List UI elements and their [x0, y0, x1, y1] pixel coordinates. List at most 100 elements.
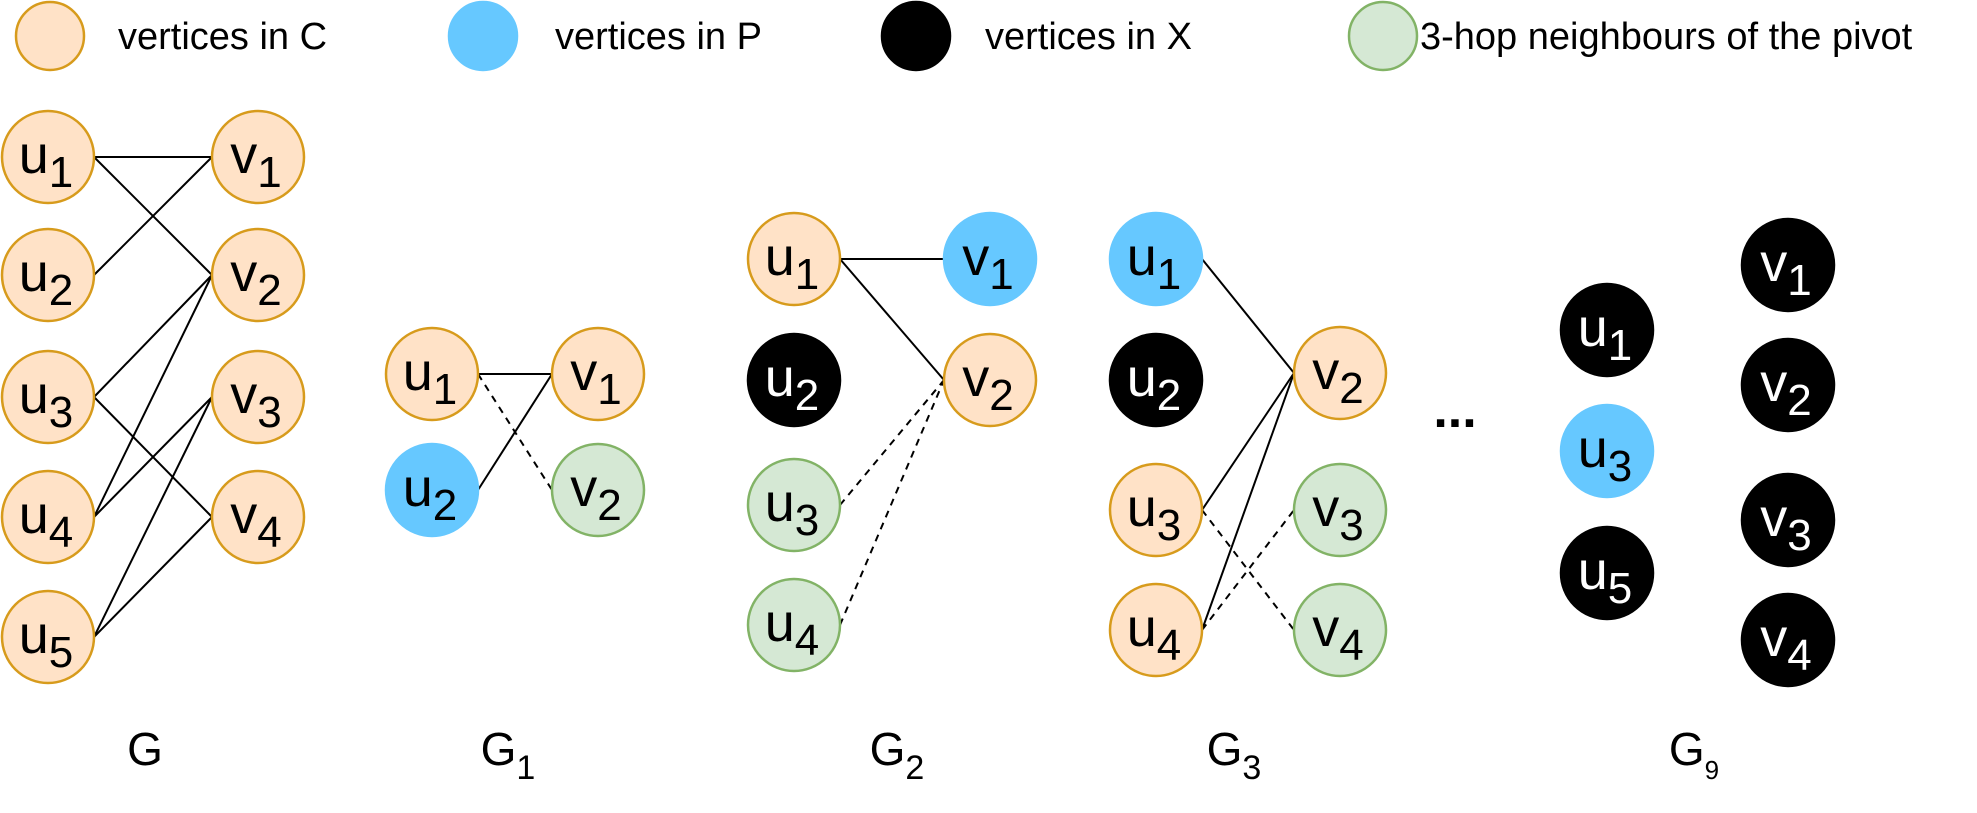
node-label: v2 [962, 348, 1013, 420]
graph-title-G3: G3 [1207, 723, 1262, 787]
edge-u3-v4 [1201, 509, 1295, 631]
node-label-name: u [19, 125, 49, 185]
node-label-sub: 4 [795, 616, 819, 665]
node-u3: u3 [1108, 462, 1204, 558]
edge-u2-v1 [93, 156, 213, 276]
node-label-sub: 4 [49, 508, 73, 557]
legend-swatch [447, 0, 519, 72]
graph-title-base: G [870, 723, 906, 775]
node-v2: v2 [1292, 325, 1388, 421]
node-circle [942, 211, 1038, 307]
node-v1: v1 [942, 211, 1038, 307]
node-label-sub: 3 [257, 388, 281, 437]
node-circle [1108, 332, 1204, 428]
node-circle [1559, 282, 1655, 378]
node-label-name: v [1312, 598, 1339, 658]
node-label-name: v [1312, 478, 1339, 538]
node-label: u5 [19, 605, 74, 677]
node-label-name: u [19, 485, 49, 545]
node-label-name: v [230, 243, 257, 303]
node-label-name: u [403, 458, 433, 518]
node-label-name: v [230, 485, 257, 545]
node-label-sub: 2 [1157, 371, 1181, 420]
node-label: u1 [19, 125, 74, 197]
node-label-name: v [1760, 608, 1787, 668]
node-label: u3 [19, 365, 74, 437]
node-label-name: v [1760, 353, 1787, 413]
node-label: v4 [1760, 608, 1811, 680]
node-circle [210, 469, 306, 565]
graph-title-G1: G1 [481, 723, 536, 787]
node-label-name: u [19, 605, 49, 665]
node-circle [0, 469, 96, 565]
node-label-sub: 5 [49, 628, 73, 677]
ellipsis-text: ... [1433, 381, 1476, 439]
node-label-name: u [1578, 541, 1608, 601]
node-u1: u1 [0, 109, 96, 205]
legend-item-P: vertices in P [447, 0, 762, 72]
edge-u3-v2 [1201, 372, 1295, 511]
node-circle [746, 332, 842, 428]
node-label-sub: 2 [795, 371, 819, 420]
node-label-name: v [1760, 233, 1787, 293]
node-label: v1 [962, 227, 1013, 299]
node-label-name: v [570, 342, 597, 402]
node-label: v4 [1312, 598, 1363, 670]
node-label-sub: 3 [1608, 442, 1632, 491]
node-v2: v2 [942, 332, 1038, 428]
node-label: v1 [570, 342, 621, 414]
edges [93, 156, 213, 638]
node-label-sub: 1 [257, 148, 281, 197]
node-v3: v3 [1292, 462, 1388, 558]
node-label: u2 [765, 348, 820, 420]
node-label-sub: 4 [1787, 631, 1811, 680]
node-label-name: u [1578, 419, 1608, 479]
edge-u4-v2 [93, 274, 213, 518]
node-label-name: u [765, 227, 795, 287]
node-circle [1559, 403, 1655, 499]
graph-title-sub: 2 [905, 749, 924, 787]
node-label: u1 [1578, 298, 1633, 370]
node-circle [384, 442, 480, 538]
node-label-name: u [765, 348, 795, 408]
node-circle [1740, 472, 1836, 568]
node-u3: u3 [1559, 403, 1655, 499]
node-circle [210, 349, 306, 445]
node-circle [0, 227, 96, 323]
node-label-name: v [962, 227, 989, 287]
node-label-name: v [570, 458, 597, 518]
node-u2: u2 [0, 227, 96, 323]
node-label-name: v [1312, 341, 1339, 401]
graph-title-sub: 3 [1242, 749, 1261, 787]
node-u3: u3 [746, 457, 842, 553]
node-label: u5 [1578, 541, 1633, 613]
node-label: u2 [19, 243, 74, 315]
node-label-name: v [230, 365, 257, 425]
edges [839, 258, 945, 626]
node-label-sub: 3 [1157, 501, 1181, 550]
node-circle [550, 326, 646, 422]
node-label-name: u [19, 243, 49, 303]
node-circle [746, 457, 842, 553]
node-label-name: u [1127, 478, 1157, 538]
edge-u1-v2 [839, 258, 945, 381]
legend-item-N: 3-hop neighbours of the pivot [1347, 0, 1913, 72]
edge-u5-v4 [93, 516, 213, 638]
node-u5: u5 [1559, 525, 1655, 621]
node-label-sub: 2 [49, 266, 73, 315]
legend-label: 3-hop neighbours of the pivot [1420, 16, 1913, 58]
node-label: v3 [1760, 488, 1811, 560]
edge-u4-v3 [93, 396, 213, 518]
node-label-sub: 1 [1608, 321, 1632, 370]
graph-title-sub: 9 [1705, 755, 1719, 785]
node-circle [746, 211, 842, 307]
node-u1: u1 [1559, 282, 1655, 378]
